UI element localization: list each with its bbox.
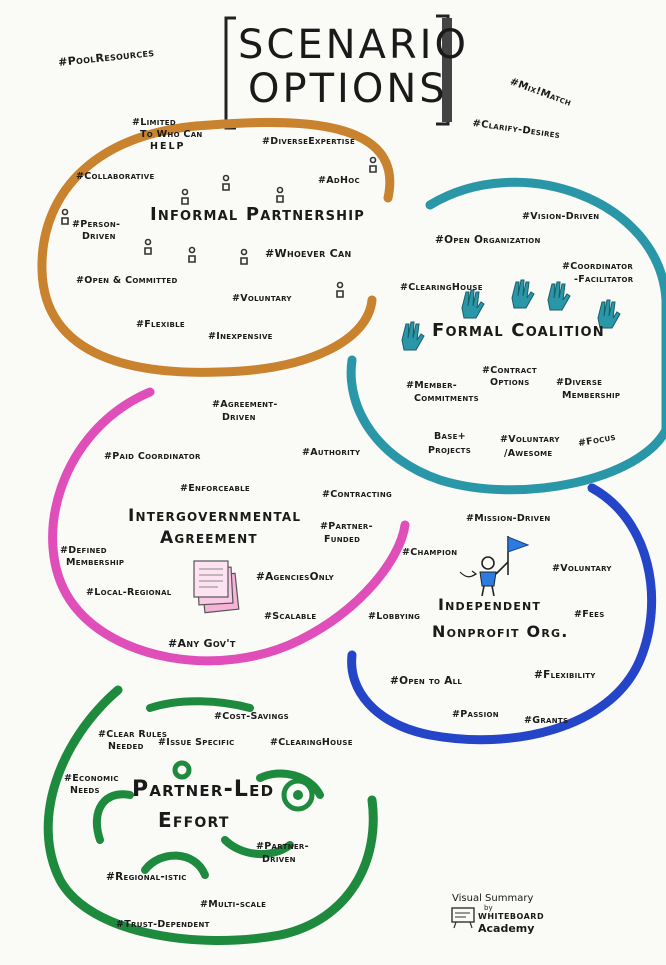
footer-by: by [484, 904, 493, 912]
footer-brand-1: WHITEBOARD [478, 912, 545, 921]
nonprofit-mission: #Mission-Driven [466, 513, 551, 524]
intergov-paid: #Paid Coordinator [104, 451, 201, 462]
green-arc-3 [221, 836, 294, 859]
intergov-title-1: Intergovernmental [128, 506, 302, 526]
partner-pdriven-2: Driven [262, 854, 296, 865]
nonprofit-title-2: Nonprofit Org. [432, 622, 569, 641]
nonprofit-passion: #Passion [452, 709, 499, 720]
formal-diverse-2: Membership [562, 390, 621, 401]
partner-pdriven-1: #Partner- [256, 841, 309, 852]
formal-diverse-1: #Diverse [556, 377, 603, 388]
partner-arc-top [146, 697, 254, 712]
footer-brand-2: Academy [478, 922, 535, 935]
intergov-partner-2: Funded [324, 534, 361, 545]
documents-icon [193, 560, 240, 614]
formal-voluntary-2: /Awesome [504, 448, 553, 459]
intergov-defined-1: #Defined [60, 545, 107, 556]
green-dot-1 [172, 760, 192, 780]
informal-voluntary: #Voluntary [232, 293, 292, 304]
partner-clearing: #ClearingHouse [270, 737, 353, 748]
partner-title-2: Effort [158, 808, 230, 832]
informal-inexpensive: #Inexpensive [208, 331, 273, 342]
informal-open: #Open & Committed [76, 275, 178, 286]
informal-limited-1: #Limited [132, 117, 176, 128]
nonprofit-grants: #Grants [524, 715, 569, 726]
informal-person-1: #Person- [72, 219, 121, 230]
informal-person-2: Driven [82, 231, 116, 242]
formal-voluntary-1: #Voluntary [500, 434, 560, 445]
informal-circle [37, 117, 395, 377]
informal-collaborative: #Collaborative [76, 171, 155, 182]
intergov-agencies: #AgenciesOnly [256, 571, 334, 583]
champion-figure-icon [459, 536, 530, 597]
nonprofit-voluntary: #Voluntary [552, 563, 612, 574]
formal-base-1: Base+ [434, 431, 466, 442]
informal-limited-2: To Who Can [140, 129, 203, 140]
green-arc-4 [256, 769, 324, 799]
partner-clear-2: Needed [108, 741, 144, 752]
nonprofit-circle [347, 483, 657, 745]
partner-trust: #Trust-Dependent [116, 919, 210, 930]
partner-econ-2: Needs [70, 785, 100, 796]
formal-member-2: Commitments [414, 393, 479, 404]
intergov-agreement-2: Driven [222, 412, 256, 423]
partner-econ-1: #Economic [64, 773, 119, 784]
partner-circle [43, 685, 378, 945]
title-line2: OPTIONS [248, 66, 448, 112]
whiteboard-logo-icon [451, 907, 475, 929]
informal-diverse: #DiverseExpertise [262, 136, 356, 147]
intergov-partner-1: #Partner- [320, 521, 373, 532]
partner-issue: #Issue Specific [158, 737, 235, 748]
informal-limited-3: HELP [150, 141, 186, 152]
partner-cost: #Cost-Savings [214, 711, 289, 722]
informal-adhoc: #AdHoc [318, 175, 360, 186]
title-bracket-left [224, 16, 236, 130]
partner-clear-1: #Clear Rules [98, 729, 168, 740]
informal-whoever: #Whoever Can [265, 247, 352, 260]
partner-title-1: Partner-Led [132, 777, 275, 802]
formal-contract-1: #Contract [482, 365, 537, 376]
intergov-agreement-1: #Agreement- [212, 399, 278, 410]
formal-title: Formal Coalition [432, 320, 605, 341]
intergov-scalable: #Scalable [264, 611, 317, 622]
title-bracket-shadow [442, 18, 452, 122]
intergov-local: #Local-Regional [86, 587, 172, 598]
nonprofit-flexibility: #Flexibility [534, 669, 596, 681]
informal-flexible: #Flexible [136, 319, 185, 330]
green-target [281, 778, 315, 812]
formal-clearing: #ClearingHouse [400, 282, 483, 293]
intergov-title-2: Agreement [160, 528, 258, 548]
nonprofit-champion: #Champion [402, 547, 458, 558]
intergov-anygov: #Any Gov't [168, 637, 236, 650]
footer-visual-summary: Visual Summary [452, 893, 534, 904]
intergov-defined-2: Membership [66, 557, 125, 568]
partner-multi: #Multi-scale [200, 899, 267, 910]
title-line1: SCENARIO [238, 22, 469, 68]
green-arc-1 [92, 790, 134, 844]
nonprofit-lobbying: #Lobbying [368, 611, 421, 622]
green-arc-2 [141, 851, 209, 879]
intergov-contracting: #Contracting [322, 489, 393, 500]
informal-title: Informal Partnership [150, 204, 365, 225]
formal-member-1: #Member- [406, 380, 458, 391]
formal-base-2: Projects [428, 445, 472, 456]
partner-regional: #Regional-istic [106, 871, 187, 883]
nonprofit-title-1: Independent [438, 595, 542, 614]
hands-icons [401, 279, 621, 351]
formal-open-org: #Open Organization [435, 234, 541, 246]
nonprofit-open: #Open to All [390, 675, 463, 687]
formal-coord-1: #Coordinator [562, 261, 634, 272]
people-icons [61, 156, 377, 298]
nonprofit-fees: #Fees [574, 609, 605, 620]
formal-circle [346, 177, 666, 495]
formal-coord-2: -Facilitator [574, 274, 634, 285]
formal-vision: #Vision-Driven [522, 211, 600, 222]
intergov-circle [48, 387, 410, 666]
intergov-enforceable: #Enforceable [180, 483, 250, 494]
intergov-authority: #Authority [302, 447, 361, 458]
formal-contract-2: Options [490, 377, 530, 388]
green-target-center [293, 790, 303, 800]
